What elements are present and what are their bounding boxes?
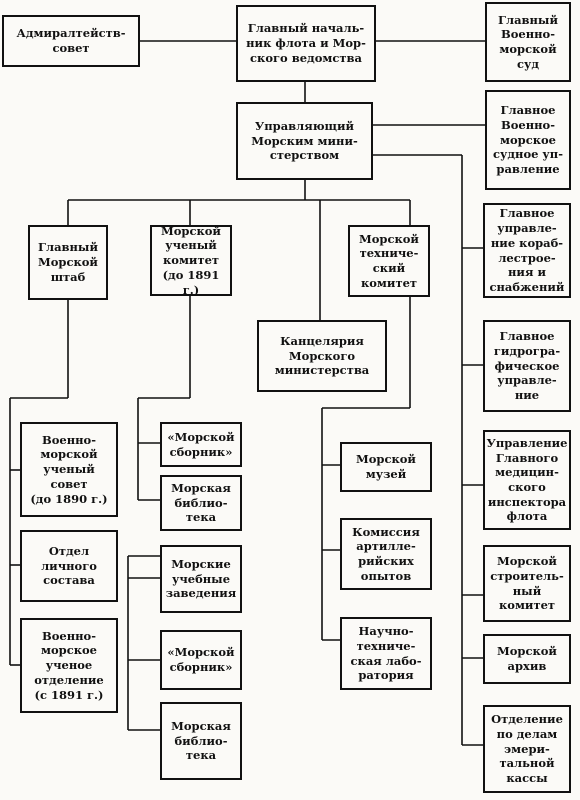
main-staff-box: Главный Морской штаб [28,225,108,300]
archive-box: Морской архив [483,634,571,684]
naval-court-admin-box: Главное Военно- морское судное уп- равле… [485,90,571,190]
manager-box: Управляющий Морским мини- стерством [236,102,373,180]
hydrographic-admin-box: Главное гидрогра- фическое управле- ние [483,320,571,412]
admiralty-council-box: Адмиралтейств- совет [2,15,140,67]
chief-box: Главный началь- ник флота и Мор- ского в… [236,5,376,82]
library-1-box: Морская библио- тека [160,475,242,531]
scientific-dept-box: Военно- морское ученое отделение (с 1891… [20,618,118,713]
library-2-box: Морская библио- тека [160,702,242,780]
medical-inspector-box: Управление Главного медицин- ского инспе… [483,430,571,530]
naval-court-box: Главный Военно- морской суд [485,2,571,82]
educational-box: Морские учебные заведения [160,545,242,613]
emerital-dept-box: Отделение по делам эмери- тальной кассы [483,705,571,793]
chancellery-box: Канцелярия Морского министерства [257,320,387,392]
construction-committee-box: Морской строитель- ный комитет [483,545,571,622]
research-lab-box: Научно- техниче- ская лабо- ратория [340,617,432,690]
sbornik-2-box: «Морской сборник» [160,630,242,690]
technical-committee-box: Морской техниче- ский комитет [348,225,430,297]
scientific-council-box: Военно- морской ученый совет (до 1890 г.… [20,422,118,517]
scientific-committee-box: Морской ученый комитет (до 1891 г.) [150,224,232,297]
shipbuilding-admin-box: Главное управле- ние кораб- лестрое- ния… [483,203,571,298]
artillery-commission-box: Комиссия артилле- рийских опытов [340,518,432,590]
museum-box: Морской музей [340,442,432,492]
personnel-dept-box: Отдел личного состава [20,530,118,602]
sbornik-1-box: «Морской сборник» [160,422,242,467]
